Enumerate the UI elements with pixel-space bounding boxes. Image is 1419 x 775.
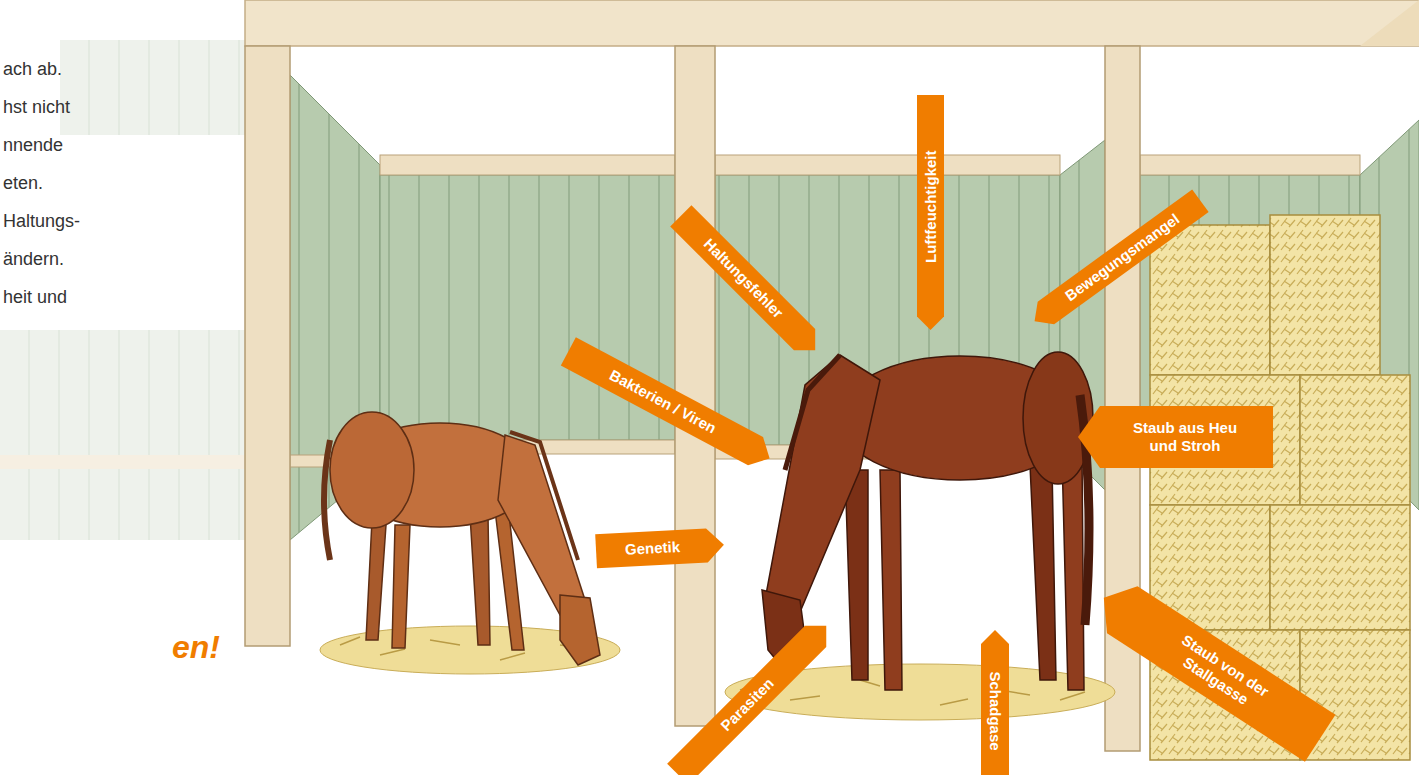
rail (715, 155, 1060, 175)
text-fragment: ach ab. (3, 58, 62, 81)
factor-label: Staub aus Heu und Stroh (1123, 419, 1248, 455)
text-fragment: ändern. (3, 248, 64, 271)
faded-rail (0, 455, 245, 469)
arrow-fill (1089, 574, 1336, 761)
rail (1140, 155, 1360, 175)
roof-beam (1360, 0, 1419, 46)
post (675, 46, 715, 726)
arrow-fill (667, 615, 837, 775)
factor-label: Haltungsfehler (700, 235, 787, 322)
arrow-fill (917, 95, 944, 330)
factor-label: Bewegungsmangel (1061, 210, 1182, 305)
factor-arrow: Bewegungsmangel (1026, 189, 1208, 332)
rail (380, 155, 675, 175)
factor-arrow: Bakterien / Viren (561, 337, 777, 472)
arrow-fill (561, 337, 777, 472)
factor-arrow: Haltungsfehler (670, 205, 826, 361)
factor-label: Schadgase (986, 671, 1004, 750)
arrow-fill (670, 205, 826, 361)
text-fragment: hst nicht (3, 96, 70, 119)
text-fragment: nnende (3, 134, 63, 157)
text-fragment: Haltungs- (3, 210, 80, 233)
factor-arrow: Luftfeuchtigkeit (917, 95, 944, 330)
factor-arrow: Genetik (595, 528, 725, 569)
factor-arrow: Parasiten (667, 615, 837, 775)
arrow-fill (595, 528, 725, 569)
factor-arrow: Schadgase (981, 630, 1009, 775)
faded-wall (0, 330, 245, 540)
factor-label: Genetik (625, 538, 681, 559)
roof-beam (245, 0, 1419, 46)
horse-left (324, 412, 600, 665)
factor-arrow: Staub aus Heu und Stroh (1078, 406, 1273, 468)
factor-arrow: Staub von der Stallgasse (1089, 574, 1336, 761)
heading-fragment: en! (172, 626, 220, 668)
arrow-fill (1026, 189, 1208, 332)
text-fragment: eten. (3, 172, 43, 195)
arrow-fill (981, 630, 1009, 775)
straw-strokes (340, 637, 1085, 705)
factor-label: Luftfeuchtigkeit (921, 150, 939, 263)
post (245, 46, 290, 646)
text-fragment: heit und (3, 286, 67, 309)
factor-label: Bakterien / Viren (606, 366, 719, 437)
faded-wall (60, 40, 245, 135)
arrow-fill (1078, 406, 1273, 468)
